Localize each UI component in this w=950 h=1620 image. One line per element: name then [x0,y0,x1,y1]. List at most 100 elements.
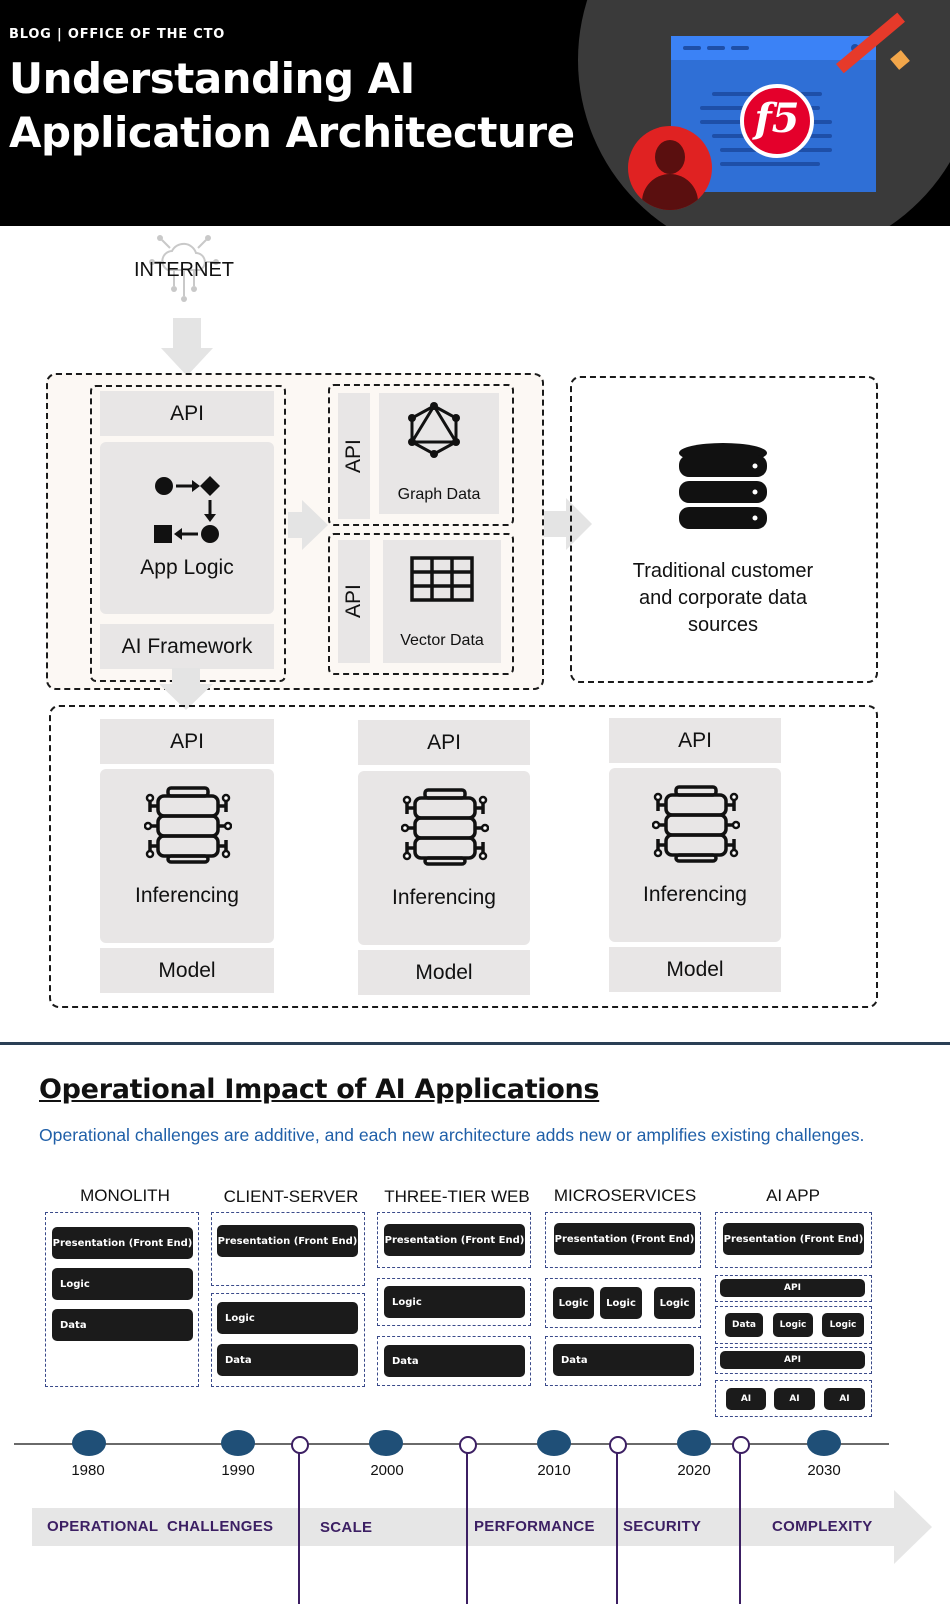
blog-tag: BLOG | OFFICE OF THE CTO [9,27,226,42]
microservices-logic [545,1278,701,1328]
ai-framework: AI Framework [100,624,274,669]
app-logic-label: App Logic [140,556,234,579]
logic-service: Logic [600,1287,642,1319]
model-3-inferencing-label: Inferencing [643,883,747,906]
timeline-marker [732,1436,750,1454]
logic-tier: Logic [384,1286,525,1318]
logic-service: Logic [822,1313,864,1337]
timeline-dot [369,1430,403,1456]
server-stack-icon [401,788,489,866]
arrow-down [173,318,201,348]
year-label: 2030 [807,1462,841,1479]
era-title: AI APP [766,1186,820,1205]
data-service: Data [725,1313,763,1337]
model-3-api: API [609,718,781,763]
impact-title: Operational Impact of AI Applications [39,1074,600,1105]
models-group [49,705,878,1008]
timeline-dot [677,1430,711,1456]
table-icon [410,556,474,602]
presentation-tier: Presentation (Front End) [554,1223,695,1255]
model-1-model: Model [100,948,274,993]
timeline-marker [459,1436,477,1454]
arrow-right [894,1490,932,1564]
challenge-label: OPERATIONAL CHALLENGES [47,1518,274,1535]
model-3-model: Model [609,947,781,992]
monolith-column [45,1212,199,1387]
era-title: MONOLITH [80,1186,170,1205]
logic-service: Logic [654,1287,695,1319]
timeline-marker [291,1436,309,1454]
ai-service: AI [824,1388,865,1410]
app-logic-block [100,442,274,614]
ai-service: AI [774,1388,815,1410]
timeline-dot [221,1430,255,1456]
api-layer: API [720,1279,865,1297]
three-tier-logic [377,1278,531,1326]
timeline-marker [609,1436,627,1454]
avatar-icon [628,126,712,210]
impact-subtitle: Operational challenges are additive, and… [39,1125,865,1145]
internet-label: INTERNET [134,259,234,281]
challenge-label: SECURITY [623,1518,702,1535]
vector-data-label: Vector Data [400,632,484,649]
challenge-label: PERFORMANCE [474,1518,595,1535]
app-api: API [100,391,274,436]
graph-data-block [328,384,514,526]
three-tier-data [377,1336,531,1386]
ai-service: AI [726,1388,766,1410]
logic-service: Logic [773,1313,813,1337]
three-tier-presentation [377,1212,531,1268]
traditional-sources-block [570,376,878,683]
logic-tier: Logic [52,1268,193,1300]
era-title: CLIENT-SERVER [223,1187,359,1206]
timeline-dot [72,1430,106,1456]
model-1-api: API [100,719,274,764]
database-icon [679,443,767,529]
vector-api: API [338,540,370,663]
data-tier: Data [217,1344,358,1376]
presentation-tier: Presentation (Front End) [723,1223,864,1255]
cloud-network-icon [149,235,219,302]
challenge-label: COMPLEXITY [772,1518,873,1535]
microservices-presentation [545,1212,701,1268]
f5-logo: f5 [740,84,814,158]
section-divider [0,1042,950,1045]
header-banner: f5 BLOG | OFFICE OF THE CTO Understandin… [0,0,950,226]
client-server-top [211,1212,365,1286]
ai-app-presentation [715,1212,872,1268]
graph-data-label: Graph Data [397,486,481,503]
logic-tier: Logic [217,1302,358,1334]
workflow-icon [154,476,220,543]
era-title: MICROSERVICES [553,1186,697,1205]
model-2-inferencing-label: Inferencing [392,886,496,909]
server-stack-icon [652,785,740,863]
challenge-label: SCALE [320,1519,373,1536]
timeline-dot [537,1430,571,1456]
year-label: 1990 [221,1462,255,1479]
timeline-axis [14,1443,889,1445]
client-server-bottom [211,1293,365,1387]
traditional-sources-label: Traditional customer and corporate data … [632,560,814,636]
presentation-tier: Presentation (Front End) [217,1225,358,1257]
timeline-dot [807,1430,841,1456]
era-title: THREE-TIER WEB [384,1187,530,1206]
graph-api: API [338,393,370,519]
page-title: Understanding AI Application Architectur… [9,54,575,157]
data-tier: Data [384,1345,525,1377]
vector-data-block [328,533,514,675]
server-stack-icon [144,786,232,864]
api-layer: API [720,1351,865,1369]
arrow-right [302,500,328,550]
microservices-data [545,1336,701,1386]
data-tier: Data [553,1344,694,1376]
year-label: 2010 [537,1462,571,1479]
logic-service: Logic [553,1287,594,1319]
model-2-model: Model [358,950,530,995]
year-label: 2020 [677,1462,711,1479]
presentation-tier: Presentation (Front End) [384,1224,525,1256]
graph-icon [408,402,460,458]
data-tier: Data [52,1309,193,1341]
model-1-inferencing-label: Inferencing [135,884,239,907]
presentation-tier: Presentation (Front End) [52,1227,193,1259]
year-label: 1980 [71,1462,105,1479]
